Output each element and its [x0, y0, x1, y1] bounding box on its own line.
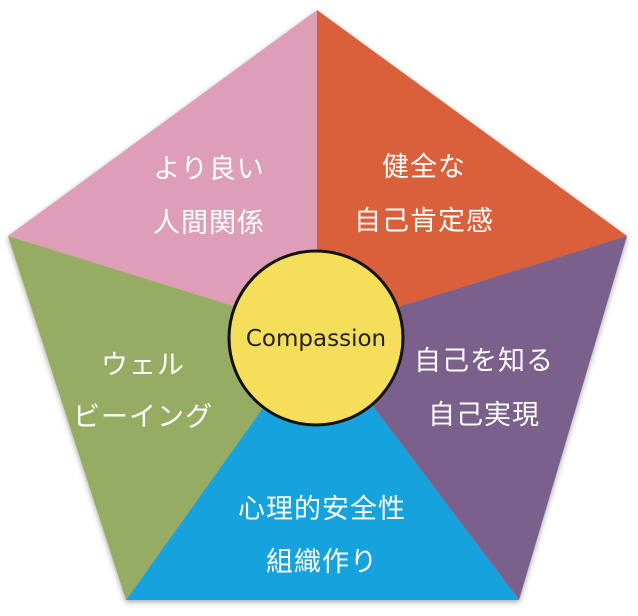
segment-top-left-label-line-1: より良い: [153, 154, 264, 185]
segment-bottom-label-line-1: 心理的安全性: [238, 494, 406, 525]
segment-top-left-label-line-2: 人間関係: [153, 208, 265, 239]
segment-bottom: [126, 332, 519, 600]
center-circle: [227, 249, 405, 427]
segment-top-left: [8, 10, 317, 332]
segment-right-label-line-1: 自己を知る: [414, 346, 554, 377]
segment-left-label-line-2: ビーイング: [73, 402, 213, 433]
segment-top-right-label-line-1: 健全な: [382, 152, 466, 183]
segment-right-label-line-2: 自己実現: [428, 400, 540, 431]
segment-left-label-line-1: ウェル: [101, 350, 185, 381]
segment-bottom-label-line-2: 組織作り: [266, 547, 378, 578]
segment-top-right-label-line-2: 自己肯定感: [354, 206, 494, 237]
center-label: Compassion: [246, 326, 386, 352]
segment-top-right: [317, 10, 627, 332]
